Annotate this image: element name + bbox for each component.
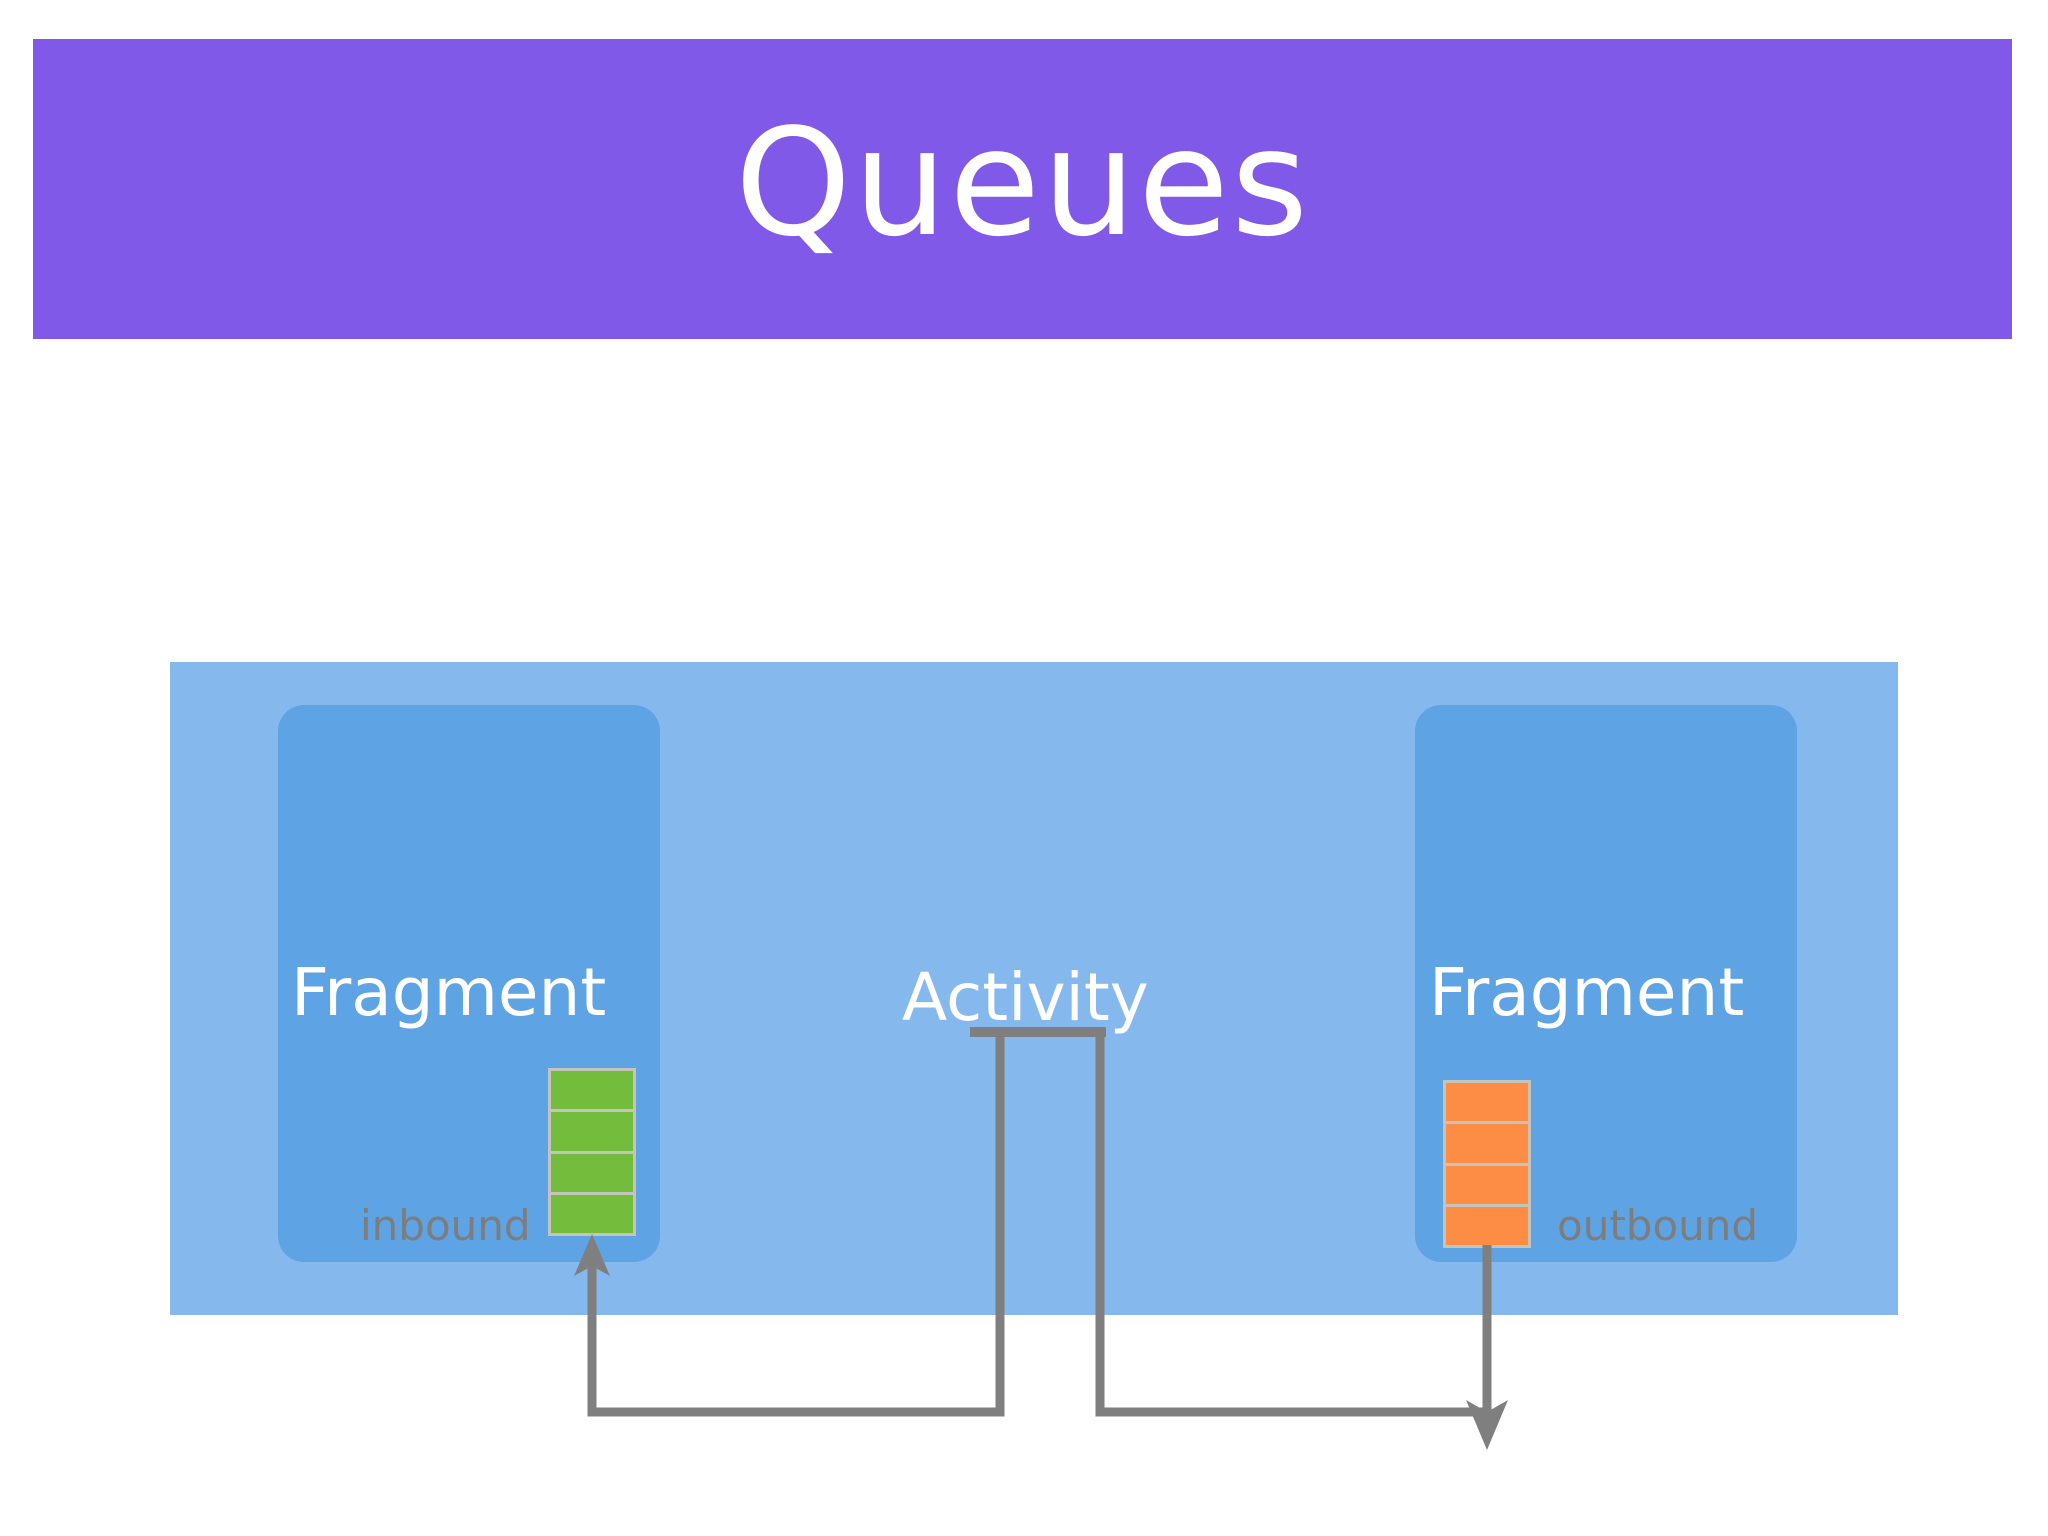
queue-cell xyxy=(551,1194,633,1233)
outbound-queue-label: outbound xyxy=(1557,1201,1759,1250)
inbound-queue-label: inbound xyxy=(360,1201,531,1250)
fragment-label-left: Fragment xyxy=(291,954,607,1031)
outbound-arrowhead-icon xyxy=(1466,1400,1508,1450)
queue-cell xyxy=(1446,1165,1528,1204)
outbound-queue-stack xyxy=(1443,1080,1531,1248)
page-title: Queues xyxy=(734,97,1311,269)
activity-label: Activity xyxy=(902,959,1149,1036)
queue-cell xyxy=(1446,1083,1528,1122)
queue-cell xyxy=(551,1112,633,1151)
fragment-label-right: Fragment xyxy=(1429,954,1745,1031)
queue-cell xyxy=(551,1153,633,1192)
inbound-queue-stack xyxy=(548,1068,636,1236)
queue-cell xyxy=(551,1071,633,1110)
queue-cell xyxy=(1446,1206,1528,1245)
title-banner: Queues xyxy=(33,39,2012,339)
queue-cell xyxy=(1446,1124,1528,1163)
